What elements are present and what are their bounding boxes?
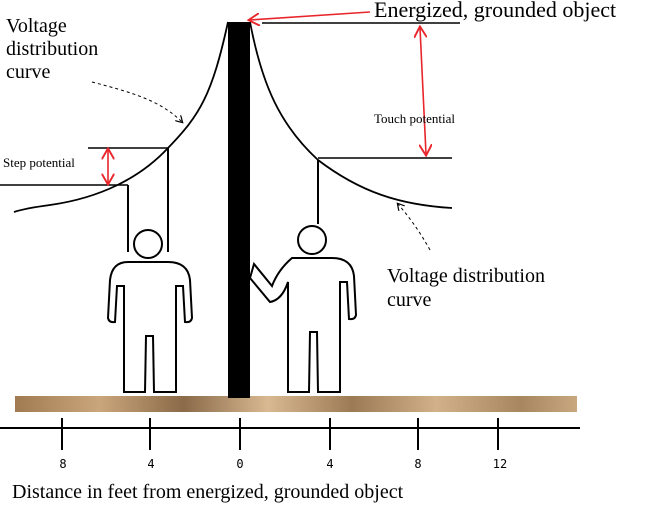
ground-strip xyxy=(15,396,577,412)
right-curve-leader xyxy=(398,204,431,251)
touch-potential-arrow xyxy=(420,28,426,154)
distance-axis: 8 4 0 4 8 12 xyxy=(0,418,580,471)
energized-object-label: Energized, grounded object xyxy=(374,0,616,22)
axis-tick-label: 12 xyxy=(493,457,507,471)
head xyxy=(133,229,163,259)
body xyxy=(248,257,358,393)
voltage-curve-left xyxy=(13,21,229,213)
person-touch-potential xyxy=(248,160,358,393)
voltage-curve-left-label-line3: curve xyxy=(6,61,51,83)
energized-pole xyxy=(228,22,250,398)
voltage-curve-left-label-line1: Voltage xyxy=(6,15,67,37)
distance-caption: Distance in feet from energized, grounde… xyxy=(12,481,404,503)
energized-arrow xyxy=(250,11,371,20)
axis-tick-label: 4 xyxy=(326,457,333,471)
body xyxy=(106,261,194,393)
head xyxy=(297,225,327,255)
step-potential-label: Step potential xyxy=(3,155,75,170)
axis-tick-label: 8 xyxy=(59,457,66,471)
voltage-curve-left-label-line2: distribution xyxy=(6,38,98,60)
voltage-curve-right-label-line1: Voltage distribution xyxy=(387,265,545,287)
axis-tick-label: 4 xyxy=(147,457,154,471)
axis-tick-label: 8 xyxy=(414,457,421,471)
person-step-potential xyxy=(106,148,194,393)
voltage-curve-right-label-line2: curve xyxy=(387,289,432,311)
left-curve-leader xyxy=(91,81,182,122)
axis-tick-label: 0 xyxy=(236,457,243,471)
touch-potential-label: Touch potential xyxy=(374,111,455,126)
